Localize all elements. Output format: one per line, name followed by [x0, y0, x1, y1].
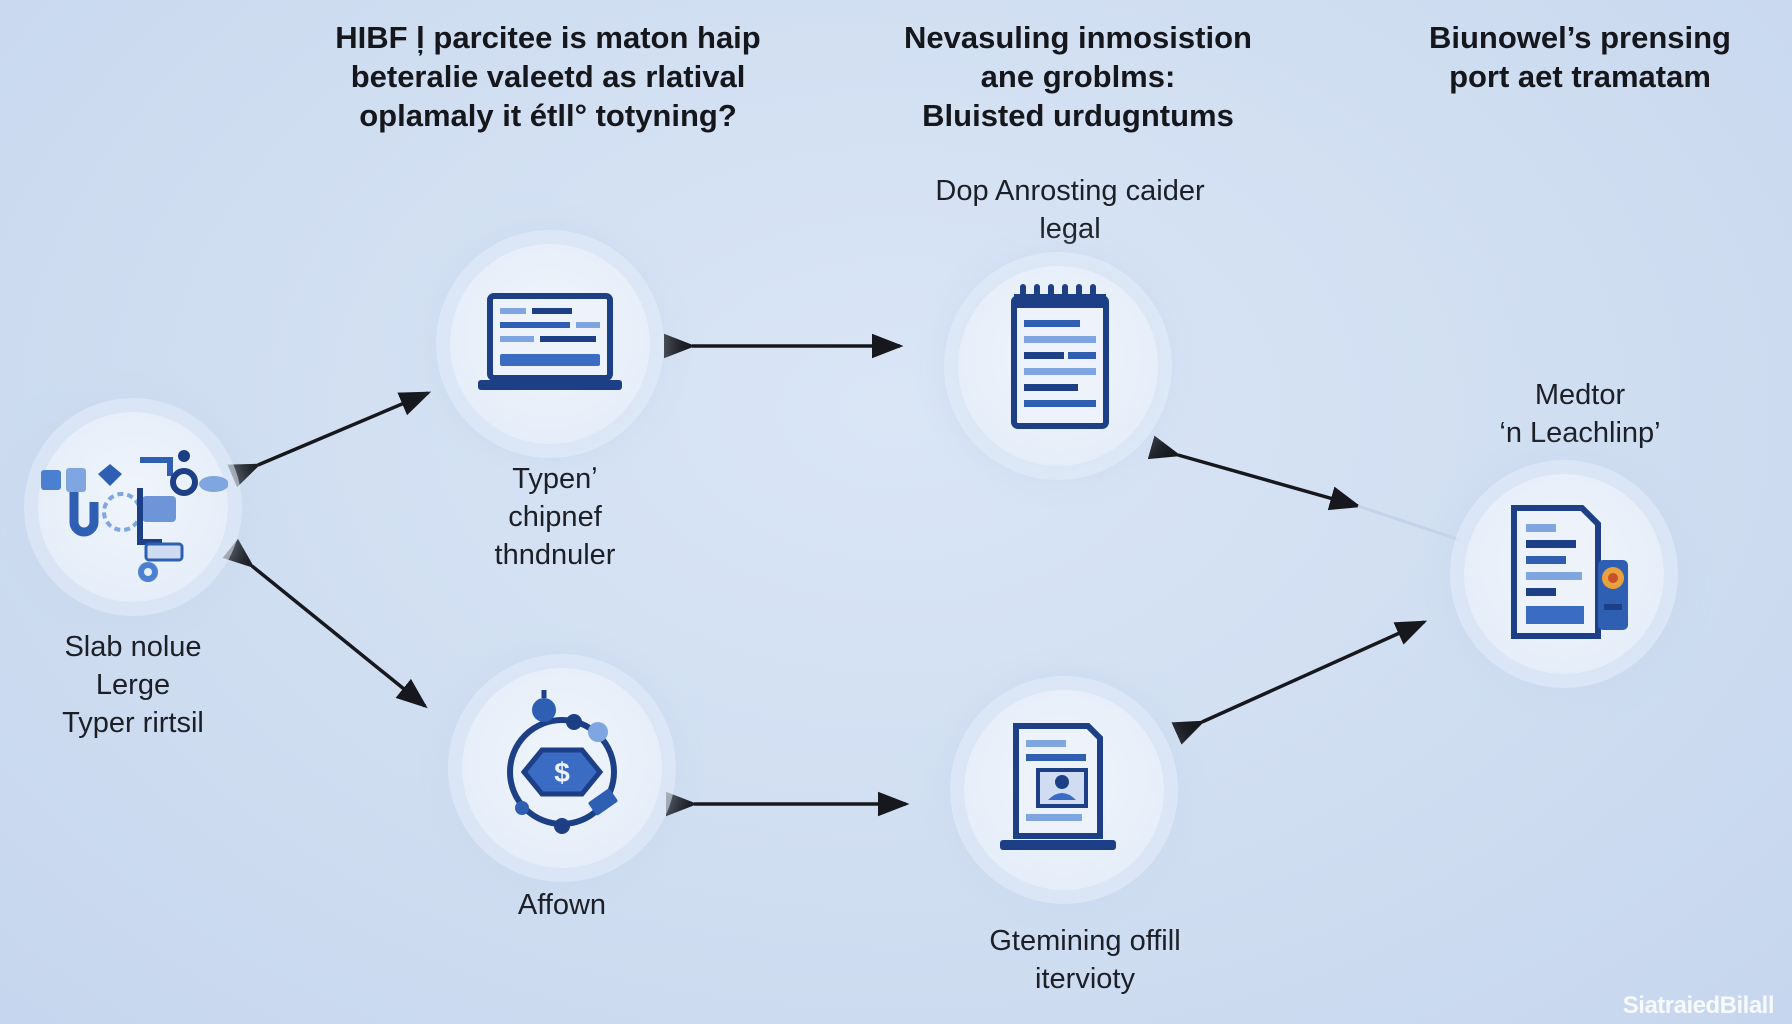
- label-finance-line-1: Affown: [517, 889, 607, 921]
- label-hub-line-3: Typer rirtsil: [62, 707, 204, 739]
- svg-text:$: $: [554, 757, 570, 788]
- label-document-line-1: Dop Anrosting caider: [935, 175, 1205, 207]
- label-screen-line-2: iterviotу: [1035, 963, 1135, 995]
- arrow-hub-laptop: [227, 391, 432, 488]
- notepad-document-icon: [1011, 284, 1109, 429]
- label-mentor: Medtor ‘n Leachlinp’: [1440, 376, 1720, 452]
- arrow-hub-finance: [222, 538, 428, 709]
- heading-left-line-3: oplamaly it étll° totyning?: [359, 98, 737, 133]
- arrow-screen-mentor: [1171, 620, 1428, 745]
- heading-center-line-1: Nevasuling inmosistion: [904, 20, 1252, 55]
- label-screen-line-1: Gtemining offill: [989, 925, 1181, 957]
- heading-left: HIBF l̦ parcitee is maton haip beteralie…: [278, 18, 818, 135]
- node-finance: $: [462, 668, 662, 868]
- label-hub-line-2: Lerge: [95, 669, 171, 701]
- gears-tools-icon: [41, 450, 228, 582]
- node-screen: [964, 690, 1164, 890]
- node-mentor: [1464, 474, 1664, 674]
- heading-right-line-1: Biunowel’s prensing: [1429, 20, 1731, 55]
- node-laptop: [450, 244, 650, 444]
- node-hub: [38, 412, 228, 602]
- label-mentor-line-1: Medtor: [1534, 379, 1626, 411]
- laptop-icon: [478, 293, 622, 390]
- arrow-document-mentor: [1147, 435, 1362, 511]
- label-screen: Gtemining offill iterviotу: [920, 922, 1250, 998]
- node-document: [958, 266, 1158, 466]
- watermark: SiatraiedBilall: [1622, 992, 1775, 1019]
- heading-center-line-3: Bluisted urdugntums: [922, 98, 1234, 133]
- label-laptop-line-1: Typenʼ: [512, 463, 598, 495]
- label-hub: Slab nolue Lerge Typer rirtsil: [0, 628, 266, 742]
- label-finance: Affown: [432, 886, 692, 924]
- label-hub-line-1: Slab nolue: [64, 631, 202, 663]
- label-mentor-line-2: ‘n Leachlinp’: [1499, 417, 1661, 449]
- heading-right: Biunowel’s prensing port aet tramatam: [1400, 18, 1760, 96]
- document-phone-icon: [1511, 505, 1628, 639]
- heading-center: Nevasuling inmosistion ane groblms: Blui…: [858, 18, 1298, 135]
- laptop-screen-icon: [1000, 723, 1116, 850]
- label-laptop-line-3: thndnuler: [494, 539, 616, 571]
- heading-left-line-2: beteralie valeetd as rlatival: [350, 59, 746, 94]
- heading-right-line-2: port aet tramatam: [1449, 59, 1711, 94]
- label-document-line-2: legal: [1039, 213, 1101, 245]
- label-laptop-line-2: chipnef: [508, 501, 602, 533]
- heading-center-line-2: ane groblms:: [980, 59, 1176, 94]
- heading-left-line-1: HIBF l̦ parcitee is maton haip: [335, 20, 761, 55]
- label-laptop: Typenʼ chipnef thndnuler: [420, 460, 690, 574]
- label-document: Dop Anrosting caider legal: [900, 172, 1240, 248]
- dollar-cycle-icon: $: [507, 690, 618, 834]
